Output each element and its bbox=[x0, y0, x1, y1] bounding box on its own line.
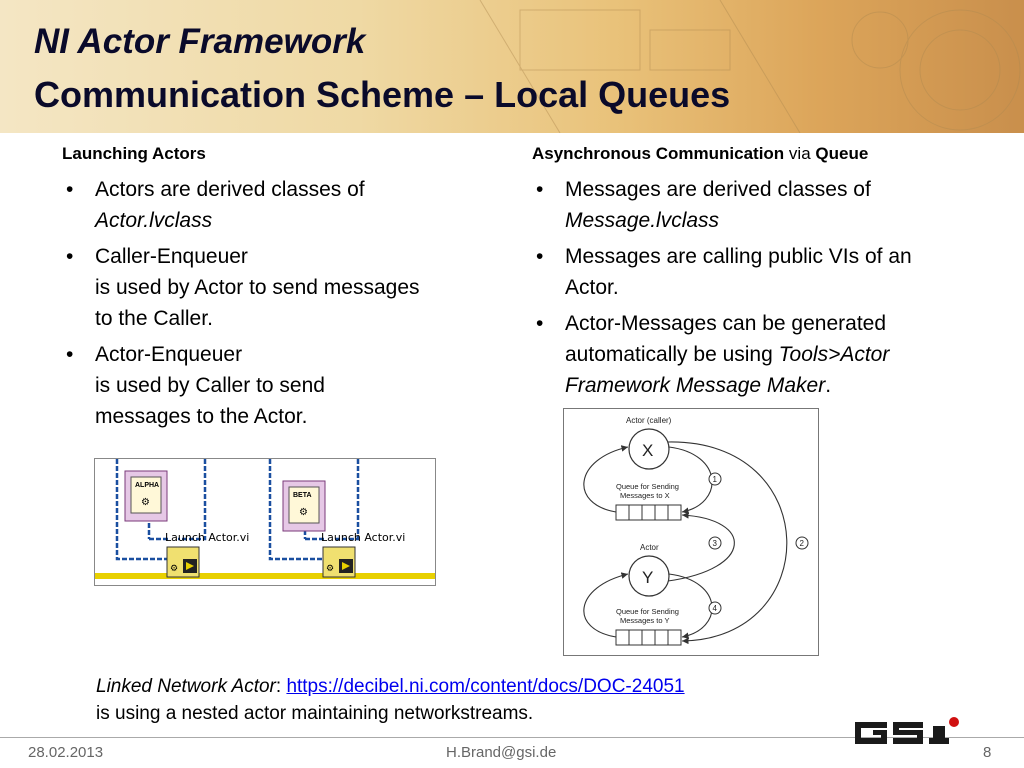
actor-y-node bbox=[628, 555, 670, 597]
right-bullet-2: Messages are calling public VIs of an Ac… bbox=[532, 241, 1012, 303]
bullet-text: Messages are derived classes of bbox=[565, 178, 871, 201]
svg-text:⚙: ⚙ bbox=[326, 564, 334, 574]
gsi-logo bbox=[855, 717, 959, 744]
launch-actor-vi-icon: ⚙ bbox=[166, 546, 200, 578]
bullet-text: is used by Actor to send messages bbox=[95, 276, 420, 299]
header-decoration bbox=[479, 0, 1021, 133]
right-bullet-1: Messages are derived classes of Message.… bbox=[532, 174, 1012, 236]
bullet-text: . bbox=[825, 374, 832, 397]
bullet-text: Actor-Enqueuer bbox=[95, 343, 243, 366]
arrow-y-to-x-queue bbox=[667, 512, 735, 582]
heading-mid: via bbox=[788, 144, 811, 163]
arrow-x-to-y-queue bbox=[667, 441, 788, 645]
queue-diagram-svg: Actor (caller) X Queue for Sending Messa… bbox=[583, 416, 809, 646]
arrow-enqueue-y bbox=[668, 573, 713, 639]
actor-x-label: X bbox=[642, 441, 653, 460]
bullet-text: Actors are derived classes of bbox=[95, 178, 365, 201]
step-marker-2 bbox=[795, 536, 809, 550]
arrow-dequeue-x bbox=[583, 445, 629, 513]
step-number: 4 bbox=[713, 604, 718, 613]
bullet-italic-text: Framework Message Maker bbox=[565, 374, 826, 397]
bullet-text: to the Caller. bbox=[95, 307, 213, 330]
block-diagram-svg: ALPHA ⚙ BETA ⚙ Launch Actor.vi Launch Ac… bbox=[95, 459, 435, 579]
bullet-text: is used by Caller to send bbox=[95, 374, 325, 397]
left-bullet-1: Actors are derived classes of Actor.lvcl… bbox=[62, 174, 502, 236]
footer-date: 28.02.2013 bbox=[28, 744, 104, 761]
launch-actor-diagram: ALPHA ⚙ BETA ⚙ Launch Actor.vi Launch Ac… bbox=[94, 458, 436, 586]
class-wire bbox=[335, 459, 360, 541]
beta-class-constant: BETA ⚙ bbox=[282, 480, 326, 532]
right-column-heading: Asynchronous Communication via Queue bbox=[532, 144, 868, 164]
step-marker-4 bbox=[708, 601, 722, 615]
gear-icon: ⚙ bbox=[299, 507, 308, 518]
heading-bold: Queue bbox=[815, 144, 869, 163]
bullet-text: Actor-Messages can be generated bbox=[565, 312, 887, 335]
bullet-text: Messages are calling public VIs of an bbox=[565, 245, 912, 268]
actor-label: Actor bbox=[640, 543, 659, 552]
slide-title-line2: Communication Scheme – Local Queues bbox=[34, 74, 731, 115]
launch-actor-vi-label: Launch Actor.vi bbox=[321, 531, 405, 544]
class-wire bbox=[115, 459, 169, 561]
bullet-text: Caller-Enqueuer bbox=[95, 245, 248, 268]
step-marker-1 bbox=[708, 472, 722, 486]
caller-label: Actor (caller) bbox=[626, 416, 672, 425]
queue-x-label: Messages to X bbox=[620, 491, 670, 500]
bullet-italic-text: Message.lvclass bbox=[565, 209, 720, 232]
right-bullet-list: Messages are derived classes of Message.… bbox=[532, 174, 1012, 406]
step-number: 2 bbox=[800, 539, 805, 548]
queue-y-label: Queue for Sending bbox=[616, 607, 679, 616]
note-line2: is using a nested actor maintaining netw… bbox=[96, 703, 534, 724]
bullet-text: Actor. bbox=[565, 276, 619, 299]
class-wire bbox=[268, 459, 325, 561]
left-bullet-3: Actor-Enqueuer is used by Caller to send… bbox=[62, 339, 502, 432]
gear-icon: ⚙ bbox=[141, 497, 150, 508]
doc-link[interactable]: https://decibel.ni.com/content/docs/DOC-… bbox=[286, 676, 685, 697]
bullet-italic-text: Tools>Actor bbox=[778, 343, 890, 366]
right-bullet-3: Actor-Messages can be generated automati… bbox=[532, 308, 1012, 401]
launch-actor-vi-label: Launch Actor.vi bbox=[165, 531, 249, 544]
left-bullet-list: Actors are derived classes of Actor.lvcl… bbox=[62, 174, 502, 437]
note-colon: : bbox=[275, 676, 282, 697]
queue-communication-diagram: Actor (caller) X Queue for Sending Messa… bbox=[563, 408, 819, 656]
heading-bold: Asynchronous Communication bbox=[532, 144, 785, 163]
header-banner: NI Actor Framework Communication Scheme … bbox=[0, 0, 1024, 133]
actor-y-label: Y bbox=[642, 568, 653, 587]
note-label: Linked Network Actor bbox=[96, 676, 276, 697]
launch-actor-vi-icon: ⚙ bbox=[322, 546, 356, 578]
bullet-italic-text: Actor.lvclass bbox=[95, 209, 213, 232]
queue-y-label: Messages to Y bbox=[620, 616, 669, 625]
slide-title-line1: NI Actor Framework bbox=[34, 22, 366, 61]
footer-page-number: 8 bbox=[983, 744, 992, 761]
arrow-enqueue-x bbox=[668, 446, 713, 514]
footer-divider bbox=[0, 737, 1024, 738]
beta-label: BETA bbox=[293, 492, 312, 499]
footer-email: H.Brand@gsi.de bbox=[446, 744, 557, 761]
arrow-dequeue-y bbox=[583, 572, 629, 638]
bullet-text: automatically be using bbox=[565, 343, 773, 366]
step-number: 3 bbox=[713, 539, 718, 548]
queue-x bbox=[615, 504, 682, 521]
alpha-class-constant: ALPHA ⚙ bbox=[124, 470, 168, 522]
step-marker-3 bbox=[708, 536, 722, 550]
actor-x-node bbox=[628, 428, 670, 470]
bullet-text: messages to the Actor. bbox=[95, 405, 308, 428]
queue-y bbox=[615, 629, 682, 646]
queue-x-label: Queue for Sending bbox=[616, 482, 679, 491]
class-wire bbox=[178, 459, 207, 541]
left-column-heading: Launching Actors bbox=[62, 144, 206, 163]
step-number: 1 bbox=[713, 475, 718, 484]
error-wire bbox=[95, 573, 435, 579]
alpha-label: ALPHA bbox=[135, 482, 159, 489]
svg-text:⚙: ⚙ bbox=[170, 564, 178, 574]
left-bullet-2: Caller-Enqueuer is used by Actor to send… bbox=[62, 241, 502, 334]
linked-network-actor-note: Linked Network Actor: https://decibel.ni… bbox=[96, 673, 685, 727]
